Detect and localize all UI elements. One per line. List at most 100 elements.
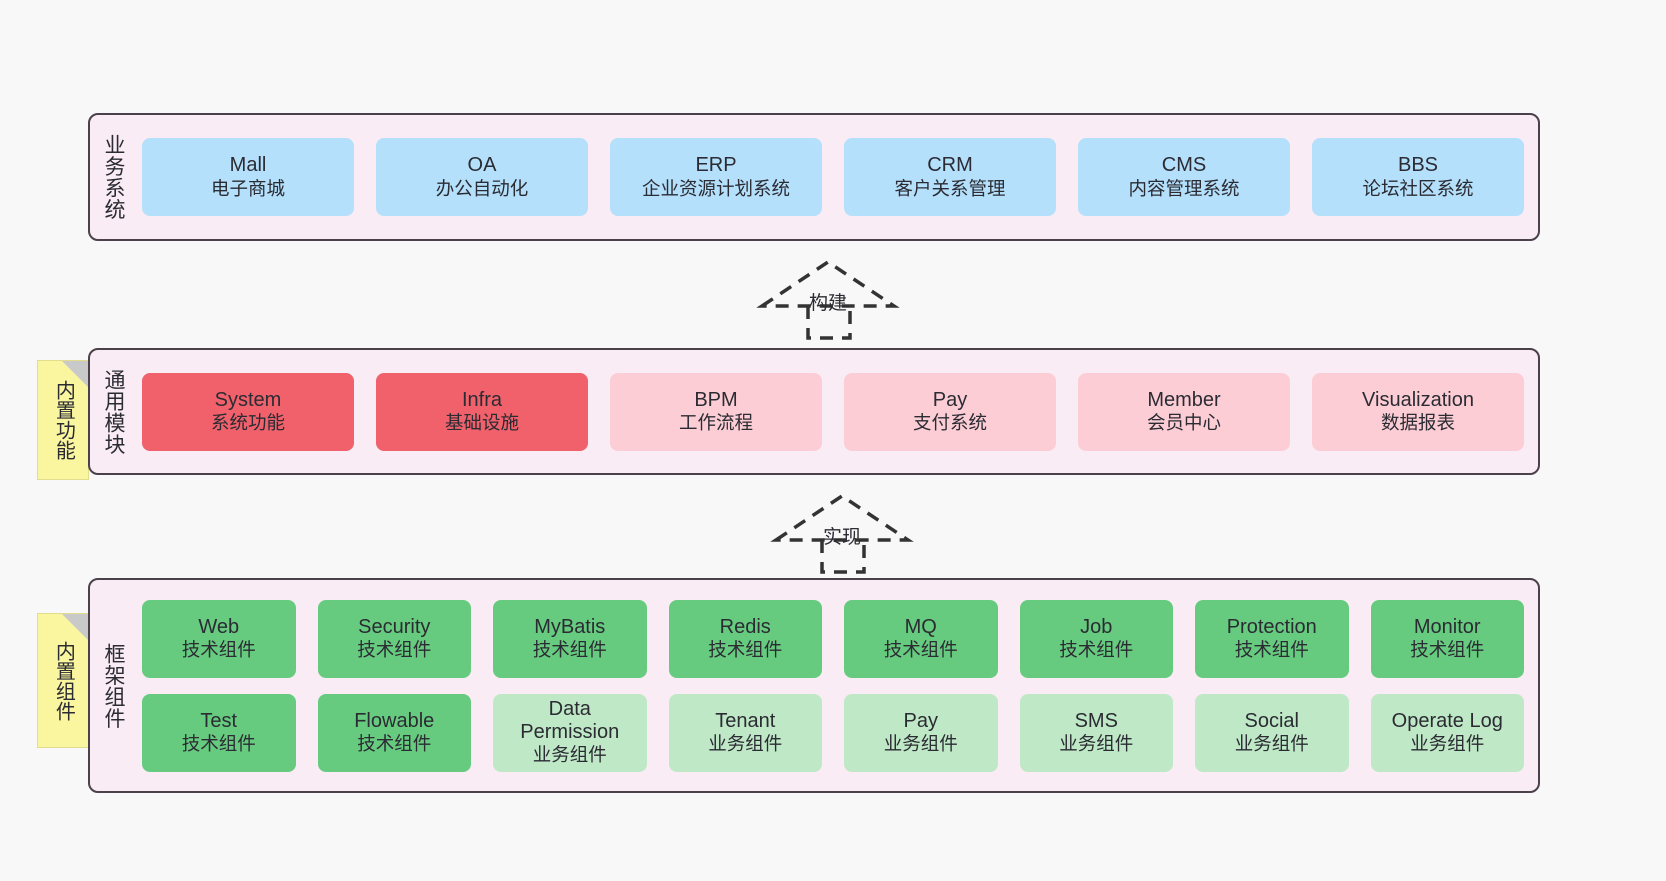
sticky-note-builtin-component: 内置组件 xyxy=(37,613,89,748)
layer-row: Test 技术组件 Flowable 技术组件 Data Permission … xyxy=(142,693,1524,772)
box-title-en: Operate Log xyxy=(1391,709,1503,732)
box-title-cn: 业务组件 xyxy=(1234,733,1309,755)
box-title-cn: 技术组件 xyxy=(883,639,958,661)
connector-build: 构建 xyxy=(756,258,900,340)
note-fold-corner-icon xyxy=(62,361,88,387)
connector-implement-label: 实现 xyxy=(822,527,862,548)
box-title-cn: 办公自动化 xyxy=(435,177,529,199)
box-title-en: ERP xyxy=(695,154,737,177)
box-title-en: Protection xyxy=(1226,615,1317,638)
layer-row: Web 技术组件 Security 技术组件 MyBatis 技术组件 Redi… xyxy=(142,599,1524,678)
box-title-en: Member xyxy=(1147,388,1221,411)
box-erp[interactable]: ERP 企业资源计划系统 xyxy=(610,138,822,216)
box-redis[interactable]: Redis 技术组件 xyxy=(668,599,822,678)
box-web[interactable]: Web 技术组件 xyxy=(142,599,296,678)
layer-body-framework-component: Web 技术组件 Security 技术组件 MyBatis 技术组件 Redi… xyxy=(136,580,1538,791)
box-crm[interactable]: CRM 客户关系管理 xyxy=(844,138,1056,216)
box-title-en: Social xyxy=(1244,709,1299,732)
box-title-cn: 电子商城 xyxy=(210,177,285,199)
box-title-cn: 技术组件 xyxy=(1059,639,1134,661)
box-title-en: Pay xyxy=(932,388,968,411)
box-bbs[interactable]: BBS 论坛社区系统 xyxy=(1312,138,1524,216)
box-title-en: BPM xyxy=(694,388,738,411)
box-title-en: Security xyxy=(358,615,431,638)
layer-title-common-module: 通用模块 xyxy=(101,368,125,455)
box-title-en: CRM xyxy=(927,154,973,177)
box-infra[interactable]: Infra 基础设施 xyxy=(376,372,588,451)
box-title-cn: 技术组件 xyxy=(181,733,256,755)
box-title-en: Infra xyxy=(461,388,503,411)
sticky-note-label: 内置组件 xyxy=(52,640,75,721)
layer-title-business-system: 业务系统 xyxy=(101,134,125,220)
layer-row: System 系统功能 Infra 基础设施 BPM 工作流程 Pay 支付系统… xyxy=(142,372,1524,451)
box-title-cn: 技术组件 xyxy=(532,639,607,661)
box-title-en: Test xyxy=(200,709,238,732)
box-protection[interactable]: Protection 技术组件 xyxy=(1195,599,1349,678)
box-title-en: Job xyxy=(1080,615,1113,638)
box-title-cn: 内容管理系统 xyxy=(1128,177,1240,199)
box-title-cn: 业务组件 xyxy=(532,744,607,766)
box-title-cn: 支付系统 xyxy=(912,412,987,434)
box-title-en: SMS xyxy=(1074,709,1118,732)
box-social[interactable]: Social 业务组件 xyxy=(1195,693,1349,772)
box-pay-module[interactable]: Pay 支付系统 xyxy=(844,372,1056,451)
box-title-cn: 工作流程 xyxy=(678,412,753,434)
box-title-cn: 系统功能 xyxy=(210,412,285,434)
connector-build-label: 构建 xyxy=(808,293,848,314)
box-title-en: Web xyxy=(198,615,240,638)
box-title-en: MQ xyxy=(904,615,937,638)
box-data-permission[interactable]: Data Permission 业务组件 xyxy=(493,693,647,772)
box-title-en: Tenant xyxy=(715,709,776,732)
layer-title-framework-component: 框架组件 xyxy=(101,642,125,729)
box-cms[interactable]: CMS 内容管理系统 xyxy=(1078,138,1290,216)
box-title-en: BBS xyxy=(1397,154,1439,177)
box-oa[interactable]: OA 办公自动化 xyxy=(376,138,588,216)
box-title-cn: 技术组件 xyxy=(708,639,783,661)
box-pay-component[interactable]: Pay 业务组件 xyxy=(844,693,998,772)
box-title-cn: 技术组件 xyxy=(181,639,256,661)
sticky-note-builtin-function: 内置功能 xyxy=(37,360,89,480)
box-sms[interactable]: SMS 业务组件 xyxy=(1019,693,1173,772)
box-title-cn: 技术组件 xyxy=(357,639,432,661)
box-title-cn: 数据报表 xyxy=(1380,412,1455,434)
box-title-en: Redis xyxy=(719,615,771,638)
box-title-cn: 业务组件 xyxy=(708,733,783,755)
box-title-cn: 客户关系管理 xyxy=(894,177,1006,199)
box-monitor[interactable]: Monitor 技术组件 xyxy=(1370,599,1524,678)
box-title-en: Data Permission xyxy=(520,698,620,744)
box-mall[interactable]: Mall 电子商城 xyxy=(142,138,354,216)
layer-row: Mall 电子商城 OA 办公自动化 ERP 企业资源计划系统 CRM 客户关系… xyxy=(142,138,1524,216)
box-title-en: Monitor xyxy=(1413,615,1481,638)
box-title-cn: 技术组件 xyxy=(1234,639,1309,661)
box-flowable[interactable]: Flowable 技术组件 xyxy=(317,693,471,772)
box-tenant[interactable]: Tenant 业务组件 xyxy=(668,693,822,772)
connector-implement-shape xyxy=(770,493,914,574)
box-job[interactable]: Job 技术组件 xyxy=(1019,599,1173,678)
box-mq[interactable]: MQ 技术组件 xyxy=(844,599,998,678)
box-security[interactable]: Security 技术组件 xyxy=(317,599,471,678)
box-title-cn: 技术组件 xyxy=(1410,639,1485,661)
box-system[interactable]: System 系统功能 xyxy=(142,372,354,451)
box-test[interactable]: Test 技术组件 xyxy=(142,693,296,772)
box-operate-log[interactable]: Operate Log 业务组件 xyxy=(1370,693,1524,772)
box-mybatis[interactable]: MyBatis 技术组件 xyxy=(493,599,647,678)
box-member[interactable]: Member 会员中心 xyxy=(1078,372,1290,451)
box-title-cn: 业务组件 xyxy=(1410,733,1485,755)
box-title-cn: 会员中心 xyxy=(1146,412,1221,434)
layer-framework-component: 框架组件 Web 技术组件 Security 技术组件 MyBatis 技术组件… xyxy=(88,578,1540,793)
box-visualization[interactable]: Visualization 数据报表 xyxy=(1312,372,1524,451)
sticky-note-label: 内置功能 xyxy=(52,380,75,460)
box-title-cn: 企业资源计划系统 xyxy=(641,177,790,199)
box-title-en: OA xyxy=(467,154,497,177)
layer-body-business-system: Mall 电子商城 OA 办公自动化 ERP 企业资源计划系统 CRM 客户关系… xyxy=(136,115,1538,239)
box-title-cn: 业务组件 xyxy=(883,733,958,755)
box-title-en: Flowable xyxy=(354,709,435,732)
connector-implement: 实现 xyxy=(770,492,914,574)
box-title-cn: 基础设施 xyxy=(444,412,519,434)
note-fold-corner-icon xyxy=(62,614,88,640)
box-title-en: MyBatis xyxy=(534,615,606,638)
box-bpm[interactable]: BPM 工作流程 xyxy=(610,372,822,451)
box-title-cn: 技术组件 xyxy=(357,733,432,755)
layer-business-system: 业务系统 Mall 电子商城 OA 办公自动化 ERP 企业资源计划系统 CRM… xyxy=(88,113,1540,241)
